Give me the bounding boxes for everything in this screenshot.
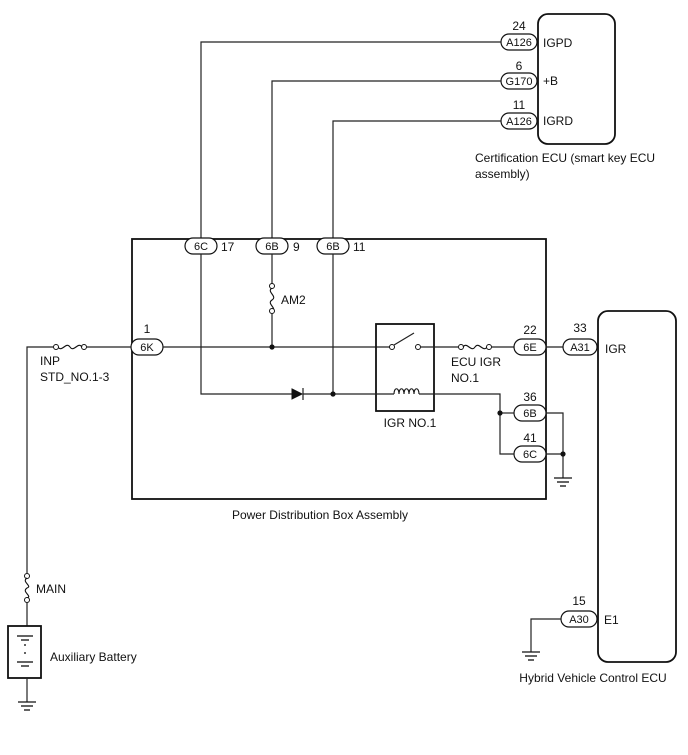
signal-e1: E1	[604, 613, 619, 627]
connector-a126-igrd: A126	[500, 112, 538, 130]
hybrid-vehicle-control-ecu-box	[597, 310, 677, 663]
connector-a30: A30	[560, 610, 598, 628]
fuse-ecu-igr-symbol	[462, 344, 488, 350]
ground-symbol-hv-ecu	[522, 651, 540, 661]
fuse-ecu-igr-terminal-left	[458, 344, 464, 350]
relay-switch-arm	[393, 332, 415, 346]
pin-number-15: 15	[572, 594, 586, 608]
auxiliary-battery-label: Auxiliary Battery	[50, 650, 137, 664]
svg-text:6K: 6K	[140, 342, 154, 354]
signal-igrd: IGRD	[543, 114, 573, 128]
wire-inp-left	[26, 346, 54, 573]
svg-text:6C: 6C	[523, 449, 537, 461]
relay-igr-no1-box	[375, 323, 435, 412]
auxiliary-battery-box	[7, 625, 42, 679]
svg-text:6B: 6B	[265, 241, 278, 253]
connector-a126-igpd: A126	[500, 33, 538, 51]
power-distribution-box-label: Power Distribution Box Assembly	[232, 508, 408, 522]
pin-number-11-cert: 11	[513, 98, 526, 112]
fuse-inp-terminal-right	[81, 344, 87, 350]
connector-6e: 6E	[513, 338, 547, 356]
signal-plus-b: +B	[543, 74, 558, 88]
connector-6k: 6K	[130, 338, 164, 356]
svg-text:6C: 6C	[194, 241, 208, 253]
fuse-ecu-igr-terminal-right	[486, 344, 492, 350]
ground-symbol-battery	[18, 701, 36, 711]
wire-coil-to-ground-split	[419, 393, 514, 455]
fuse-main-terminal-top	[24, 573, 30, 579]
certification-ecu-label-line2: assembly)	[475, 167, 530, 181]
junction-coil-ground	[497, 410, 503, 416]
svg-text:6B: 6B	[326, 241, 339, 253]
pin-number-6: 6	[516, 59, 523, 73]
pin-number-24: 24	[512, 19, 526, 33]
fuse-main-terminal-bottom	[24, 597, 30, 603]
connector-6c-right: 6C	[513, 445, 547, 463]
connector-6b-top-11: 6B	[316, 237, 350, 255]
certification-ecu-label-line1: Certification ECU (smart key ECU	[475, 151, 655, 165]
pin-number-17: 17	[221, 240, 235, 254]
pin-number-1: 1	[144, 322, 151, 336]
svg-text:G170: G170	[506, 76, 533, 88]
signal-igr: IGR	[605, 342, 627, 356]
connector-6b-right: 6B	[513, 404, 547, 422]
pin-number-36: 36	[523, 390, 537, 404]
fuse-inp-label-line2: STD_NO.1-3	[40, 370, 110, 384]
connector-6c-top: 6C	[184, 237, 218, 255]
battery-icon	[17, 635, 33, 667]
svg-text:A126: A126	[506, 37, 532, 49]
svg-text:A30: A30	[569, 614, 589, 626]
pin-number-11-pdb: 11	[353, 240, 366, 254]
fuse-main-symbol	[24, 577, 30, 599]
fuse-ecu-igr-label-line2: NO.1	[451, 371, 479, 385]
pin-number-33: 33	[573, 321, 587, 335]
fuse-inp-terminal-left	[53, 344, 59, 350]
relay-igr-no1-label: IGR NO.1	[384, 416, 437, 430]
relay-contact-right	[415, 344, 421, 350]
hybrid-vehicle-control-ecu-label: Hybrid Vehicle Control ECU	[519, 671, 666, 685]
wire-igrd	[332, 120, 501, 239]
junction-igrd-coil	[330, 391, 336, 397]
fuse-inp-symbol	[57, 344, 83, 350]
svg-text:6E: 6E	[523, 342, 536, 354]
wire-igpd-to-diode	[200, 254, 292, 395]
relay-coil	[393, 388, 420, 395]
junction-ground-right	[560, 451, 566, 457]
fuse-am2-terminal-top	[269, 283, 275, 289]
fuse-main-label: MAIN	[36, 582, 66, 596]
ground-symbol-pdb	[554, 477, 572, 487]
power-distribution-box	[131, 238, 547, 500]
fuse-ecu-igr-label-line1: ECU IGR	[451, 355, 501, 369]
svg-text:A126: A126	[506, 116, 532, 128]
wire-a30-to-ground	[530, 618, 561, 652]
wire-plus-b	[271, 80, 501, 239]
fuse-inp-label-line1: INP	[40, 354, 60, 368]
fuse-am2-terminal-bottom	[269, 308, 275, 314]
fuse-am2-label: AM2	[281, 293, 306, 307]
signal-igpd: IGPD	[543, 36, 573, 50]
certification-ecu-box	[537, 13, 616, 145]
connector-g170-b: G170	[500, 72, 538, 90]
wire-igpd	[200, 41, 501, 239]
connector-a31: A31	[562, 338, 598, 356]
svg-text:A31: A31	[570, 342, 590, 354]
wire-6b-to-ground	[546, 412, 564, 478]
diode-symbol	[291, 388, 304, 400]
pin-number-22: 22	[523, 323, 537, 337]
connector-6b-top-9: 6B	[255, 237, 289, 255]
pin-number-41: 41	[523, 431, 537, 445]
relay-contact-left	[389, 344, 395, 350]
junction-bus-am2	[269, 344, 275, 350]
pin-number-9: 9	[293, 240, 300, 254]
svg-text:6B: 6B	[523, 408, 536, 420]
